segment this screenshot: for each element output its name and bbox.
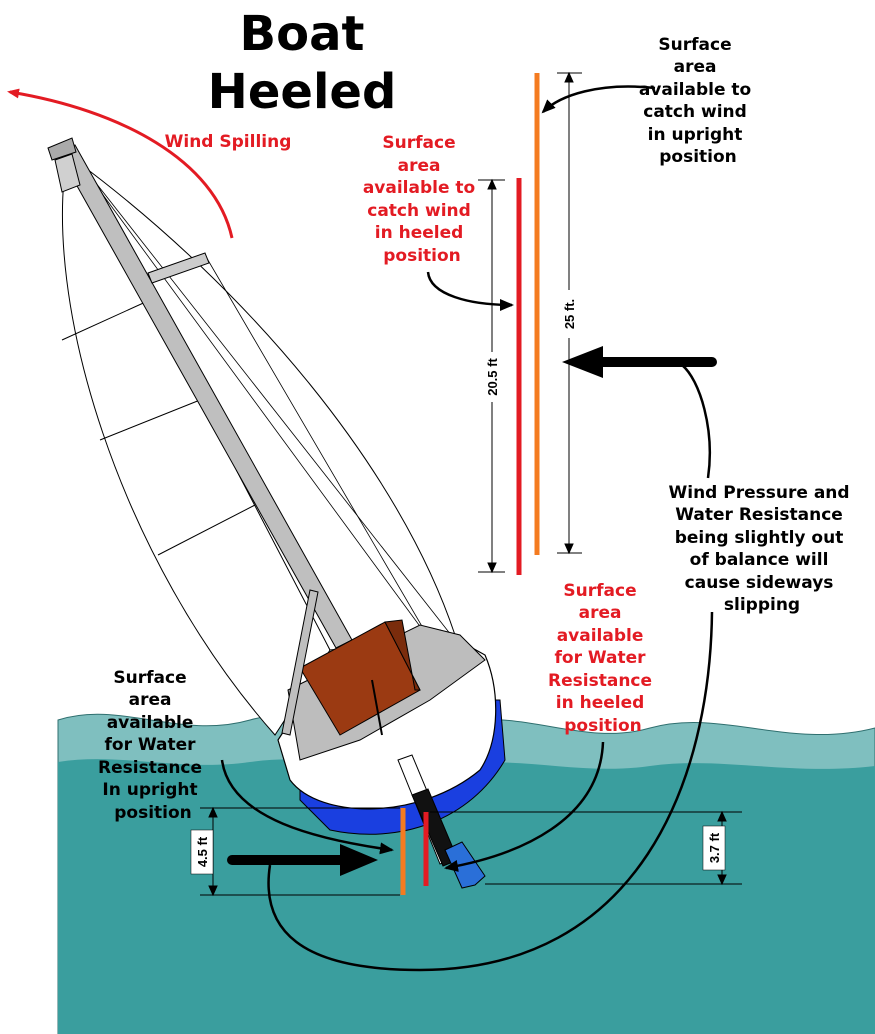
dim-label-20-5ft: 20.5 ft xyxy=(485,358,500,396)
water-deep xyxy=(58,759,875,1034)
heeled-water-callout-arrow xyxy=(444,741,605,872)
dim-label-20-5ft-box: 20.5 ft xyxy=(481,352,503,402)
mainsail xyxy=(62,148,331,736)
dim-label-25ft-box: 25 ft. xyxy=(558,290,580,338)
imbalance-connector-top xyxy=(681,364,712,479)
mast xyxy=(47,137,353,649)
title-line1: Boat xyxy=(240,6,365,62)
wind-spilling-label: Wind Spilling xyxy=(165,132,292,152)
heeled-water-label: Surface area available for Water Resista… xyxy=(548,581,658,736)
imbalance-label: Wind Pressure and Water Resistance being… xyxy=(669,483,856,615)
dimension-3-7ft xyxy=(430,810,742,886)
imbalance-connector-bottom xyxy=(267,611,714,972)
water-resistance-arrow xyxy=(227,844,378,876)
upright-water-callout-arrow xyxy=(220,759,394,855)
title-line2: Heeled xyxy=(208,64,397,120)
hull xyxy=(277,589,506,835)
dim-label-4-5ft-box: 4.5 ft xyxy=(190,829,214,875)
dim-label-25ft: 25 ft. xyxy=(562,299,577,329)
wind-pressure-arrow xyxy=(562,346,717,378)
upright-sail-label: Surface area available to catch wind in … xyxy=(639,35,757,167)
heeled-sail-callout-arrow xyxy=(426,271,514,311)
headsail xyxy=(74,159,456,651)
heeled-sail-label: Surface area available to catch wind in … xyxy=(363,133,481,266)
dim-label-3-7ft: 3.7 ft xyxy=(707,832,722,863)
upright-water-label: Surface area available for Water Resista… xyxy=(98,668,208,823)
dim-label-4-5ft: 4.5 ft xyxy=(195,836,210,867)
upright-sail-callout-arrow xyxy=(541,85,656,114)
sails xyxy=(61,148,456,736)
dim-label-3-7ft-box: 3.7 ft xyxy=(702,825,726,871)
wind-spilling-arrow xyxy=(7,88,234,239)
